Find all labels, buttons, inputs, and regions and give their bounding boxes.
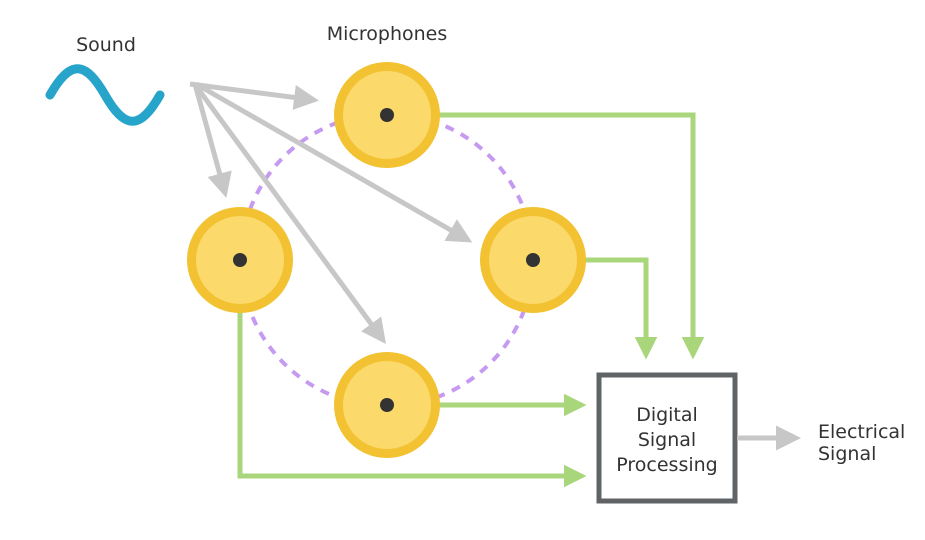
mic-center-dot [380,398,394,412]
signal-line-top-mic [438,112,705,360]
mic-center-dot [380,108,394,122]
mic-top [334,62,440,168]
sound-arrow-to-left-mic [192,83,232,198]
sound-label: Sound [76,34,136,56]
signal-line-left-mic [237,312,587,488]
mic-right [480,207,586,313]
dsp-box [596,372,738,504]
mic-center-dot [526,253,540,267]
dsp-label-line3: Processing [616,454,717,476]
output-label-line2: Signal [818,443,876,465]
signal-lines [237,112,705,488]
microphones-label: Microphones [327,23,448,45]
signal-line-right-mic [585,257,658,360]
output-label-line1: Electrical [818,421,905,443]
sound-arrows [189,81,473,345]
mic-bottom [334,352,440,458]
sound-arrow-to-top-mic [189,81,319,110]
sound-wave-icon [45,64,165,126]
mic-left [187,207,293,313]
sound-arrow-to-bottom-mic [193,84,386,345]
mic-center-dot [233,253,247,267]
sound-arrow-to-right-mic [194,81,473,243]
dsp-label-line1: Digital [636,404,698,426]
dsp-label-line2: Signal [638,429,696,451]
